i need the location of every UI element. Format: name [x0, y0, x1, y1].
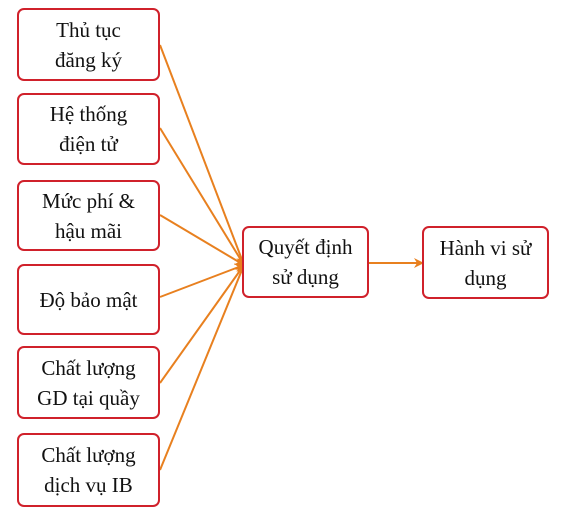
factor-box-chat-luong-dich-vu-ib: Chất lượng dịch vụ IB	[17, 433, 160, 507]
factor-label: Chất lượng GD tại quầy	[37, 355, 140, 410]
factor-label: Thủ tục đăng ký	[54, 17, 123, 72]
factor-box-do-bao-mat: Độ bảo mật	[17, 264, 160, 335]
factor-label: Độ bảo mật	[39, 287, 138, 312]
behavior-box: Hành vi sử dụng	[422, 226, 549, 299]
factor-label: Hệ thống điện tử	[49, 102, 128, 156]
arrow-thu-tuc-to-decision	[159, 44, 246, 266]
factor-label: Chất lượng dịch vụ IB	[41, 443, 136, 497]
arrow-do-bao-mat-to-decision	[159, 263, 245, 298]
factor-box-muc-phi-hau-mai: Mức phí & hậu mãi	[17, 180, 160, 251]
factor-box-chat-luong-gd-tai-quay: Chất lượng GD tại quầy	[17, 346, 160, 419]
factor-box-thu-tuc-dang-ky: Thủ tục đăng ký	[17, 8, 160, 81]
factor-label: Mức phí & hậu mãi	[41, 188, 136, 243]
decision-label: Quyết định sử dụng	[258, 235, 353, 289]
arrow-he-thong-to-decision	[159, 127, 245, 266]
decision-box: Quyết định sử dụng	[242, 226, 369, 298]
behavior-label: Hành vi sử dụng	[439, 235, 532, 290]
arrow-muc-phi-to-decision	[159, 214, 245, 266]
factor-box-he-thong-dien-tu: Hệ thống điện tử	[17, 93, 160, 165]
arrow-gd-tai-quay-to-decision	[159, 264, 245, 384]
arrow-dich-vu-ib-to-decision	[159, 264, 246, 471]
